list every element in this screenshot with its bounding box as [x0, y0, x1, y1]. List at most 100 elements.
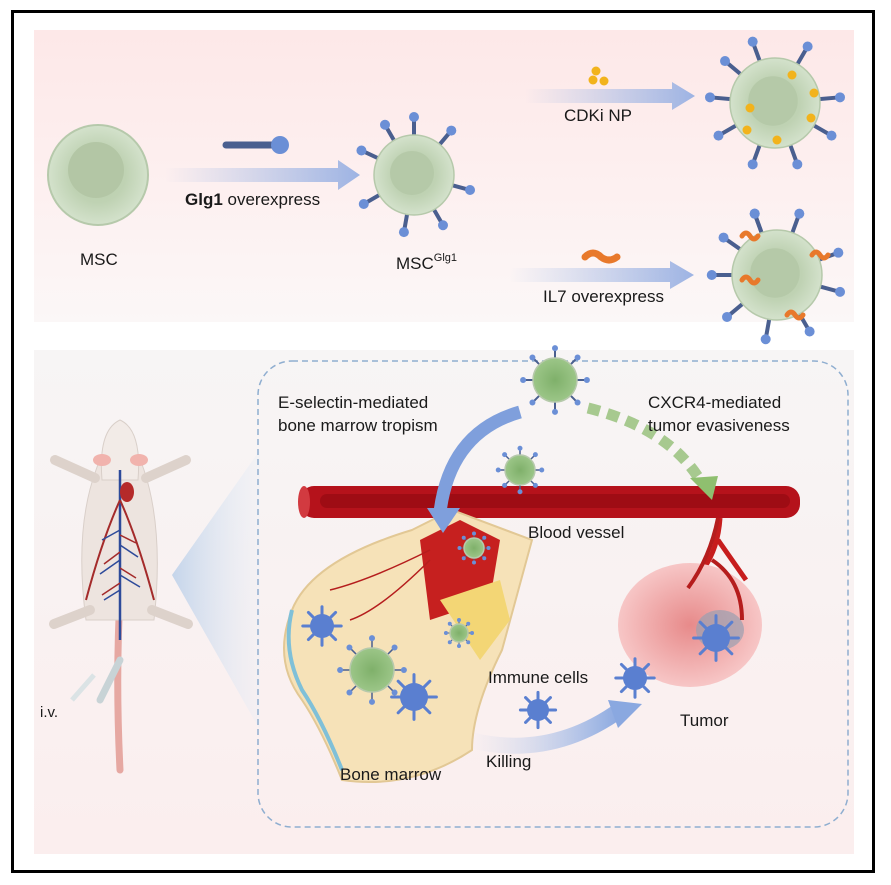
receptor-tip-icon	[482, 556, 487, 561]
mouse-illustration	[49, 419, 193, 774]
nanoparticle-icon	[742, 125, 752, 135]
cdki-nanoparticle-icon	[588, 66, 609, 86]
overexpress-text: overexpress	[222, 190, 321, 209]
nanoparticle-icon	[809, 88, 819, 98]
cdki-np-label: CDKi NP	[564, 106, 633, 125]
receptor-tip-icon	[466, 640, 471, 645]
receptor-tip-icon	[835, 92, 846, 103]
receptor-tip-icon	[704, 92, 715, 103]
overexpress-arrow	[165, 160, 360, 190]
receptor-tip-icon	[438, 220, 448, 231]
receptor-tip-icon	[457, 644, 461, 649]
zoom-callout	[172, 450, 260, 730]
receptor-tip-icon	[529, 354, 536, 361]
receptor-tip-icon	[369, 635, 375, 642]
receptor-tip-icon	[486, 546, 491, 550]
il7-icon	[784, 309, 806, 321]
eselectin-label: E-selectin-mediated bone marrow tropism	[278, 391, 438, 437]
receptor-tip-icon	[447, 621, 452, 626]
tumor	[618, 517, 762, 687]
cxcr4-line2: tumor evasiveness	[648, 416, 790, 435]
cdki-arrow	[525, 82, 695, 110]
receptor-tip-icon	[461, 556, 466, 561]
receptor-tip-icon	[400, 667, 407, 673]
msc-glg1-cell	[356, 112, 476, 238]
receptor-tip-icon	[532, 482, 538, 488]
receptor-tip-icon	[369, 698, 375, 705]
receptor-tip-icon	[391, 644, 398, 651]
receptor-tip-icon	[346, 689, 353, 696]
eselectin-line2: bone marrow tropism	[278, 416, 438, 435]
receptor-tip-icon	[502, 482, 508, 488]
nanoparticle-icon	[806, 113, 816, 123]
receptor-tip-icon	[749, 208, 760, 219]
receptor-tip-icon	[466, 621, 471, 626]
receptor-tip-icon	[470, 631, 475, 635]
receptor-tip-icon	[380, 119, 390, 130]
receptor-tip-icon	[722, 311, 733, 322]
receptor-tip-icon	[718, 232, 729, 243]
receptor-tip-icon	[747, 159, 758, 170]
killing-label: Killing	[486, 752, 532, 771]
receptor-tip-icon	[337, 667, 344, 673]
receptor-tip-icon	[358, 199, 369, 209]
msc-il7-cell	[706, 208, 846, 345]
msc-glg1-label: MSCGlg1	[396, 252, 457, 274]
receptor-tip-icon	[391, 689, 398, 696]
receptor-tip-icon	[398, 227, 409, 238]
immune-cell-icon	[614, 657, 656, 699]
receptor-tip-icon	[720, 56, 731, 67]
tumor-label: Tumor	[680, 711, 729, 730]
receptor-tip-icon	[747, 36, 758, 47]
immune-cell-icon	[301, 605, 343, 647]
nanoparticle-icon	[787, 70, 797, 80]
il7-icon	[739, 274, 761, 286]
receptor-tip-icon	[346, 644, 353, 651]
receptor-tip-icon	[833, 247, 844, 258]
il7-molecule-icon	[581, 249, 621, 264]
eselectin-arrow	[433, 405, 522, 513]
msc-label: MSC	[80, 250, 118, 269]
receptor-tip-icon	[446, 125, 457, 136]
msc-cell	[47, 124, 149, 226]
receptor-tip-icon	[529, 399, 536, 406]
receptor-tip-icon	[706, 270, 717, 280]
receptor-tip-icon	[804, 326, 815, 337]
receptor-tip-icon	[461, 535, 466, 540]
receptor-tip-icon	[472, 560, 476, 565]
il7-arrow	[510, 261, 694, 289]
receptor-tip-icon	[457, 617, 461, 622]
immune-cell-icon	[692, 614, 740, 662]
il7-icon	[809, 249, 831, 261]
receptor-tip-icon	[539, 467, 545, 473]
immune-cell-icon	[390, 673, 438, 721]
receptor-tip-icon	[472, 531, 476, 536]
bone-marrow-label: Bone marrow	[340, 765, 442, 784]
receptor-tip-icon	[552, 345, 558, 352]
cxcr4-arrow	[586, 402, 705, 483]
receptor-tip-icon	[520, 377, 527, 383]
receptor-tip-icon	[826, 130, 837, 141]
receptor-tip-icon	[713, 130, 724, 141]
cxcr4-line1: CXCR4-mediated	[648, 393, 782, 412]
receptor-tip-icon	[574, 399, 581, 406]
msc-cdki-cell	[704, 36, 846, 170]
receptor-tip-icon	[517, 445, 523, 451]
receptor-tip-icon	[465, 185, 476, 196]
receptor-tip-icon	[792, 159, 803, 170]
receptor-tip-icon	[532, 452, 538, 458]
receptor-tip-icon	[502, 452, 508, 458]
receptor-tip-icon	[495, 467, 501, 473]
receptor-tip-icon	[482, 535, 487, 540]
eselectin-line1: E-selectin-mediated	[278, 393, 429, 412]
receptor-tip-icon	[802, 41, 813, 52]
cxcr4-label: CXCR4-mediated tumor evasiveness	[648, 391, 790, 437]
receptor-tip-icon	[574, 354, 581, 361]
receptor-tip-icon	[552, 408, 558, 415]
blood-vessel-label: Blood vessel	[528, 523, 625, 542]
glg1-molecule-icon	[222, 136, 289, 154]
msc-glg1-superscript: Glg1	[433, 252, 458, 264]
receptor-tip-icon	[794, 208, 805, 219]
receptor-tip-icon	[409, 112, 419, 122]
